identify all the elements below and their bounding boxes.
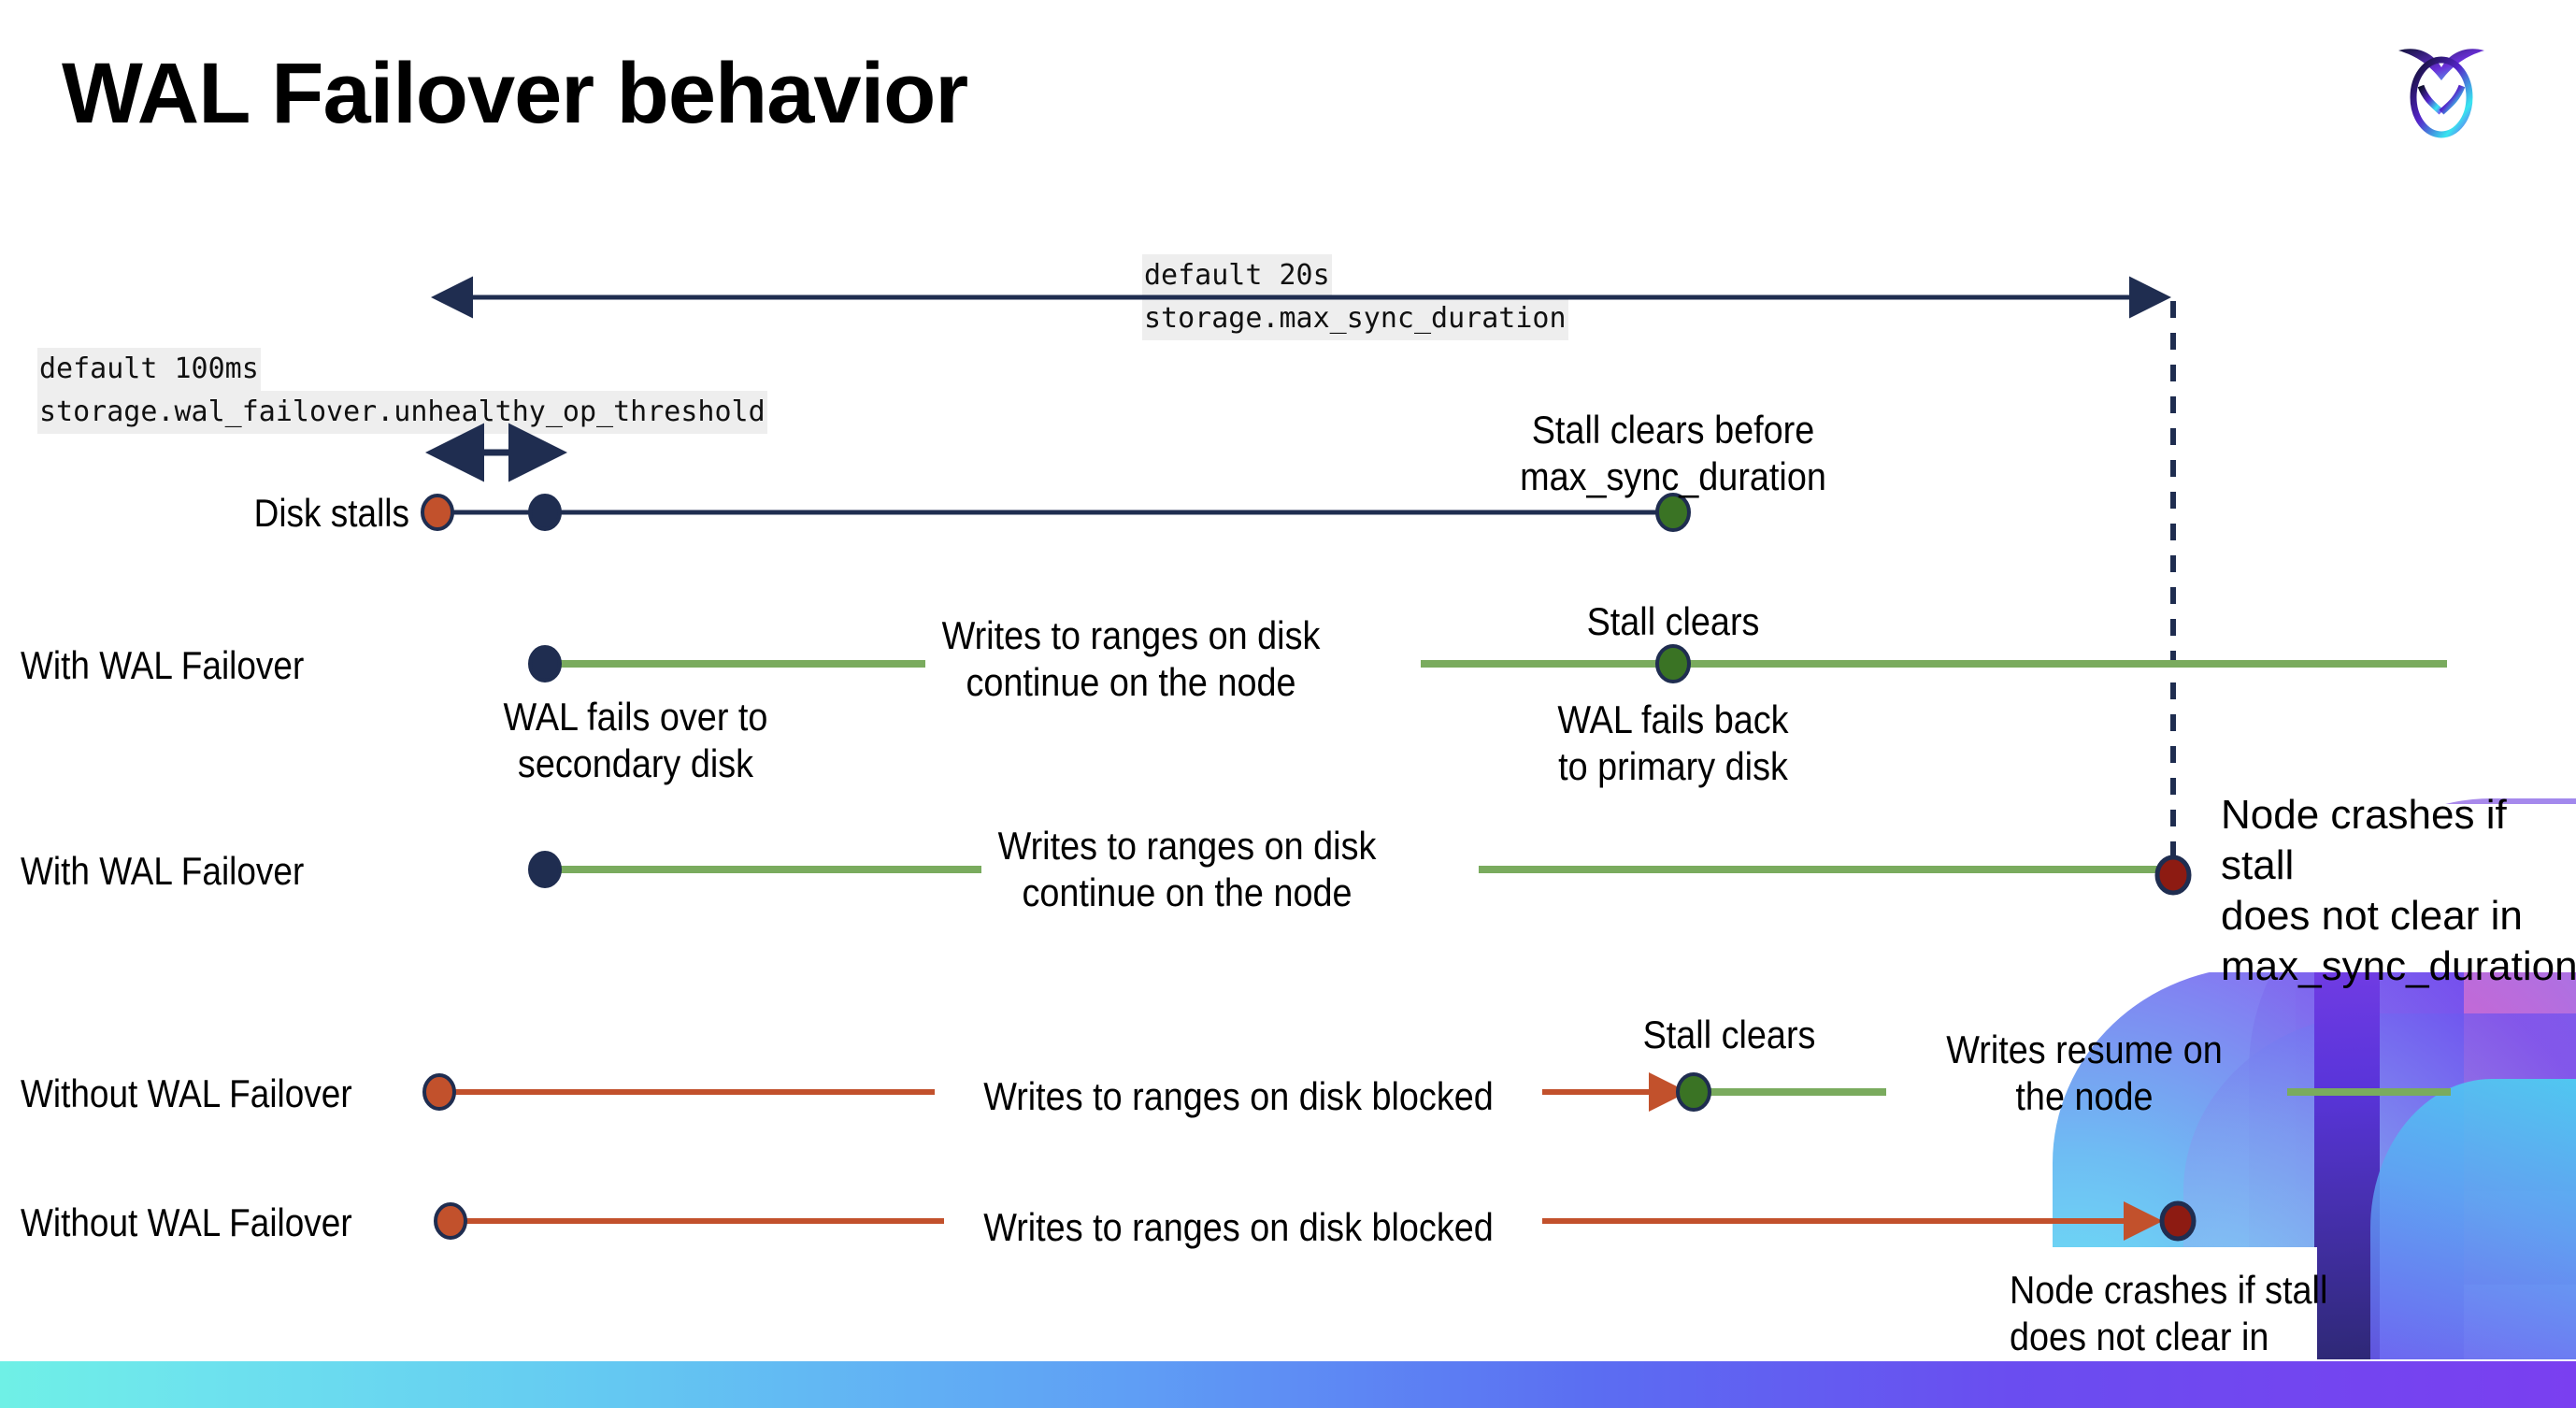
without-wal-2-start-marker	[434, 1202, 467, 1240]
note-stall-clears-1: Stall clears	[1586, 599, 1760, 643]
note-stall-clears-before-max-sync: Stall clears before max_sync_duration	[1520, 408, 1826, 498]
row-label-without-wal-failover-2: Without WAL Failover	[21, 1200, 352, 1244]
annotation-unhealthy-op-threshold: default 100ms storage.wal_failover.unhea…	[37, 348, 767, 434]
without-wal-1-clear-marker	[1676, 1072, 1711, 1112]
note-writes-continue-1: Writes to ranges on disk continue on the…	[941, 613, 1321, 704]
wal-failover-2-start-marker	[528, 851, 562, 888]
disk-stalls-failover-marker	[528, 494, 562, 531]
row-label-with-wal-failover-1: With WAL Failover	[21, 643, 305, 687]
note-stall-clears-2: Stall clears	[1642, 1013, 1816, 1056]
annotation-unhealthy-op-threshold-default: default 100ms	[37, 348, 261, 391]
row-label-without-wal-failover-1: Without WAL Failover	[21, 1071, 352, 1115]
annotation-max-sync-duration-default: default 20s	[1142, 254, 1332, 297]
caption-backdrop-upper	[2192, 804, 2576, 972]
disk-stalls-start-marker	[421, 494, 454, 531]
note-writes-resume: Writes resume on the node	[1946, 1027, 2223, 1118]
annotation-unhealthy-op-threshold-setting: storage.wal_failover.unhealthy_op_thresh…	[37, 391, 767, 434]
annotation-max-sync-duration: default 20s storage.max_sync_duration	[1142, 254, 1568, 340]
note-writes-blocked-1: Writes to ranges on disk blocked	[983, 1074, 1494, 1118]
wal-failover-1-clear-marker	[1655, 644, 1691, 683]
wal-failover-1-start-marker	[528, 645, 562, 682]
without-wal-1-start-marker	[422, 1073, 456, 1111]
page-title: WAL Failover behavior	[62, 46, 968, 141]
annotation-max-sync-duration-setting: storage.max_sync_duration	[1142, 297, 1568, 340]
deco-petal-teal	[2370, 1079, 2576, 1359]
without-wal-2-crash-marker	[2159, 1200, 2197, 1242]
cockroachdb-logo-icon	[2385, 26, 2497, 138]
note-wal-fails-over-secondary: WAL fails over to secondary disk	[503, 695, 768, 785]
row-label-with-wal-failover-2: With WAL Failover	[21, 849, 305, 893]
note-wal-fails-back-primary: WAL fails back to primary disk	[1557, 697, 1789, 788]
bottom-gradient-bar	[0, 1361, 2576, 1408]
note-node-crashes-1: Node crashes if stall does not clear in …	[2221, 792, 2576, 989]
note-writes-blocked-2: Writes to ranges on disk blocked	[983, 1205, 1494, 1249]
wal-failover-2-crash-marker	[2154, 855, 2192, 896]
note-writes-continue-2: Writes to ranges on disk continue on the…	[997, 824, 1377, 914]
row-label-disk-stalls: Disk stalls	[253, 491, 409, 535]
